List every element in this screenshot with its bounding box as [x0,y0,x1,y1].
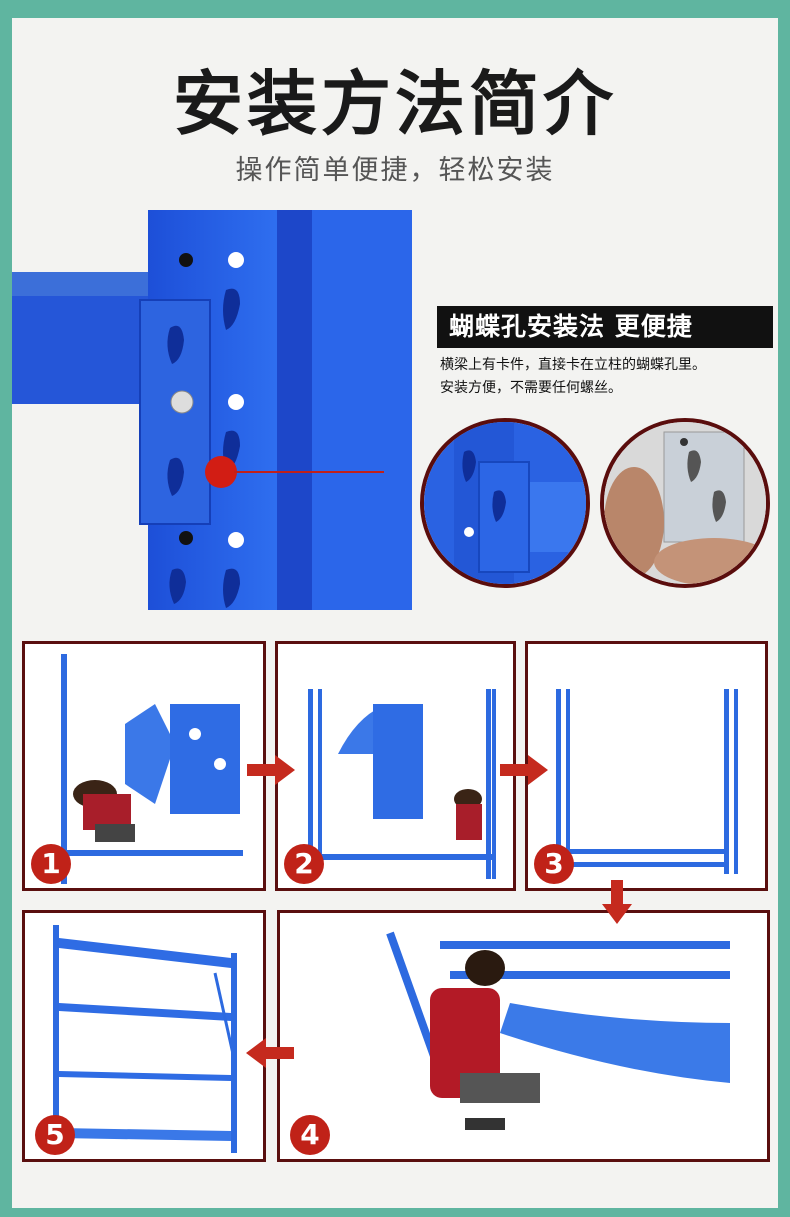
feature-line-2: 安装方便，不需要任何螺丝。 [440,380,622,396]
step-number-4: 4 [290,1115,330,1155]
feature-description: 横梁上有卡件，直接卡在立柱的蝴蝶孔里。 安装方便，不需要任何螺丝。 [440,354,706,400]
step-1-panel: 1 [22,641,266,891]
page-subtitle: 操作简单便捷，轻松安装 [235,155,555,186]
page-title: 安装方法简介 [173,63,617,145]
step-2-panel: 2 [275,641,516,891]
arrow-down-icon [602,880,632,924]
step-4-panel: 4 [277,910,770,1162]
feature-heading: 蝴蝶孔安装法 更便捷 [437,306,773,348]
arrow-right-icon [500,755,548,785]
step-3-panel: 3 [525,641,768,891]
step-number-2: 2 [284,844,324,884]
arrow-right-icon [247,755,295,785]
upright-closeup-image [12,210,412,610]
arrow-left-icon [246,1038,294,1068]
feature-line-1: 横梁上有卡件，直接卡在立柱的蝴蝶孔里。 [440,357,706,373]
step-5-panel: 5 [22,910,266,1162]
step-number-3: 3 [534,844,574,884]
connector-detail-photo-1 [420,418,590,588]
step-number-1: 1 [31,844,71,884]
step-number-5: 5 [35,1115,75,1155]
connector-detail-photo-2 [600,418,770,588]
